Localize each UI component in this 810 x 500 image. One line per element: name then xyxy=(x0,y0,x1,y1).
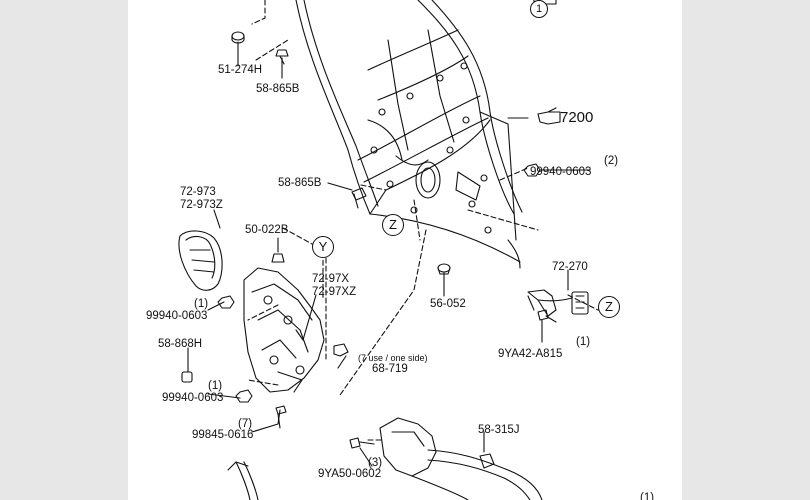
part-label-50-022B: 50-022B xyxy=(245,224,289,236)
part-label-99845-0616: 99845-0616 xyxy=(192,429,254,441)
part-label-99940-0603-a: 99940-0603 xyxy=(146,310,208,322)
quantity-2: (2) xyxy=(604,155,619,167)
inner-handle-part xyxy=(178,230,223,291)
part-label-58-865B-top: 58-865B xyxy=(256,83,300,95)
part-label-9YA50-0602: 9YA50-0602 xyxy=(318,468,382,480)
quantity-3: (3) xyxy=(368,457,383,469)
parts-diagram-sheet: 51-274H 58-865B 7200 58-865B (2) 99940-0… xyxy=(128,0,682,500)
pointing-hand-arrow-icon xyxy=(537,107,561,125)
quantity-7: (7) xyxy=(238,418,253,430)
outer-handle-bracket xyxy=(527,289,589,317)
dashed-leader-lines xyxy=(247,0,599,441)
usage-note: (7 use / one side) xyxy=(358,353,428,363)
part-label-72-97XZ: 72-97XZ xyxy=(312,286,357,298)
quantity-1-b: (1) xyxy=(576,336,591,348)
part-label-58-315J: 58-315J xyxy=(478,424,520,436)
part-label-72-973: 72-973 xyxy=(180,186,216,198)
part-label-68-719: 68-719 xyxy=(372,363,408,375)
part-label-9YA42-A815: 9YA42-A815 xyxy=(498,348,563,360)
callout-z-right: Z xyxy=(598,296,620,318)
callout-1: 1 xyxy=(530,0,548,18)
part-label-58-865B-mid: 58-865B xyxy=(278,177,322,189)
quantity-1-edge: (1) xyxy=(640,492,655,500)
quantity-1-c: (1) xyxy=(208,380,223,392)
exploded-view-drawing xyxy=(178,0,599,500)
door-latch-assembly xyxy=(243,267,325,393)
callout-y: Y xyxy=(312,236,334,258)
part-label-56-052: 56-052 xyxy=(430,298,466,310)
part-label-72-97X: 72-97X xyxy=(312,273,350,285)
rear-door-frame xyxy=(295,0,523,269)
part-label-7200: 7200 xyxy=(560,109,594,126)
part-label-72-270: 72-270 xyxy=(552,261,588,273)
door-actuator-cable xyxy=(227,417,543,500)
part-label-51-274H: 51-274H xyxy=(218,64,263,76)
part-label-58-868H: 58-868H xyxy=(158,338,203,350)
quantity-1-a: (1) xyxy=(194,298,209,310)
part-label-72-973Z: 72-973Z xyxy=(180,199,223,211)
hardware-parts xyxy=(181,31,561,469)
part-label-99940-0603-b: 99940-0603 xyxy=(162,392,224,404)
part-label-99940-0603-right: 99940-0603 xyxy=(530,166,592,178)
callout-z-center: Z xyxy=(382,214,404,236)
